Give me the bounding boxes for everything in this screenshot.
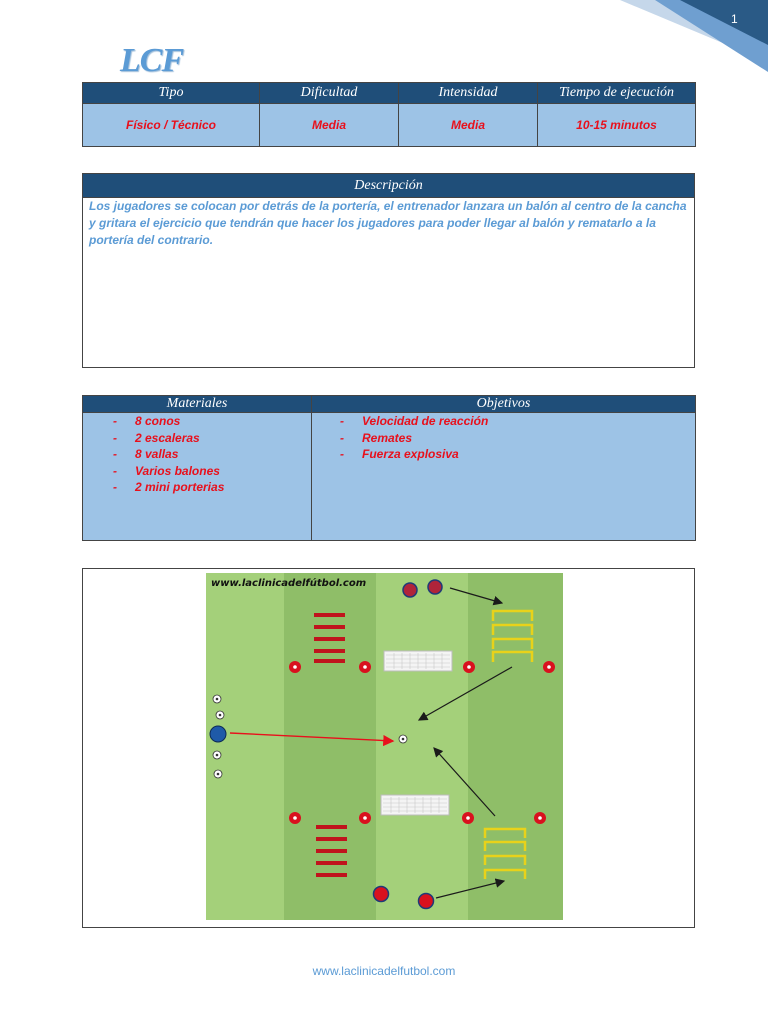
cones [289,661,555,824]
page-number: 1 [731,12,738,26]
list-item: -Fuerza explosiva [340,447,459,461]
drill-diagram: www.laclinicadelfútbol.com [206,573,563,920]
diagram-watermark: www.laclinicadelfútbol.com [211,577,366,589]
hurdles-top [491,609,534,662]
header-dificultad: Dificultad [259,82,399,104]
logo: LCF [120,42,184,79]
list-item: -2 escaleras [113,430,200,445]
list-item: -Velocidad de reacción [340,414,489,428]
corner-decoration [620,0,768,72]
materials-cell: -8 conos -2 escaleras -8 vallas -Varios … [82,412,312,541]
hurdles-bottom [483,827,527,879]
header-intensidad: Intensidad [398,82,538,104]
value-intensidad: Media [398,103,538,147]
goal-top [383,650,453,672]
value-tipo: Físico / Técnico [82,103,260,147]
objectives-cell: -Velocidad de reacción -Remates -Fuerza … [311,412,696,541]
footer-url[interactable]: www.laclinicadelfutbol.com [312,964,456,978]
diagram-frame [82,568,695,928]
list-item: -8 vallas [113,447,179,461]
list-item: -2 mini porterias [113,480,225,494]
description-header: Descripción [82,173,695,198]
ladder-bottom [316,825,347,877]
objectives-header: Objetivos [311,395,696,413]
materials-objectives-table: Materiales Objetivos -8 conos -2 escaler… [82,395,696,541]
description-header-table: Descripción [82,173,695,198]
balls [212,694,408,779]
list-item: -Remates [340,430,413,445]
ladder-top [314,613,345,663]
materials-list: -8 conos -2 escaleras -8 vallas -Varios … [113,413,311,496]
materials-header: Materiales [82,395,312,413]
objectives-list: -Velocidad de reacción -Remates -Fuerza … [340,413,695,463]
list-item: -8 conos [113,414,181,428]
value-dificultad: Media [259,103,399,147]
goal-bottom [380,794,450,816]
players [209,579,443,910]
header-tiempo: Tiempo de ejecución [537,82,696,104]
list-item: -Varios balones [113,463,220,478]
summary-table: Tipo Dificultad Intensidad Tiempo de eje… [82,82,696,147]
description-text: Los jugadores se colocan por detrás de l… [89,199,687,247]
header-tipo: Tipo [82,82,260,104]
value-tiempo: 10-15 minutos [537,103,696,147]
description-box: Los jugadores se colocan por detrás de l… [82,197,695,368]
movement-arrows [417,587,513,899]
pass-arrow [229,732,395,747]
